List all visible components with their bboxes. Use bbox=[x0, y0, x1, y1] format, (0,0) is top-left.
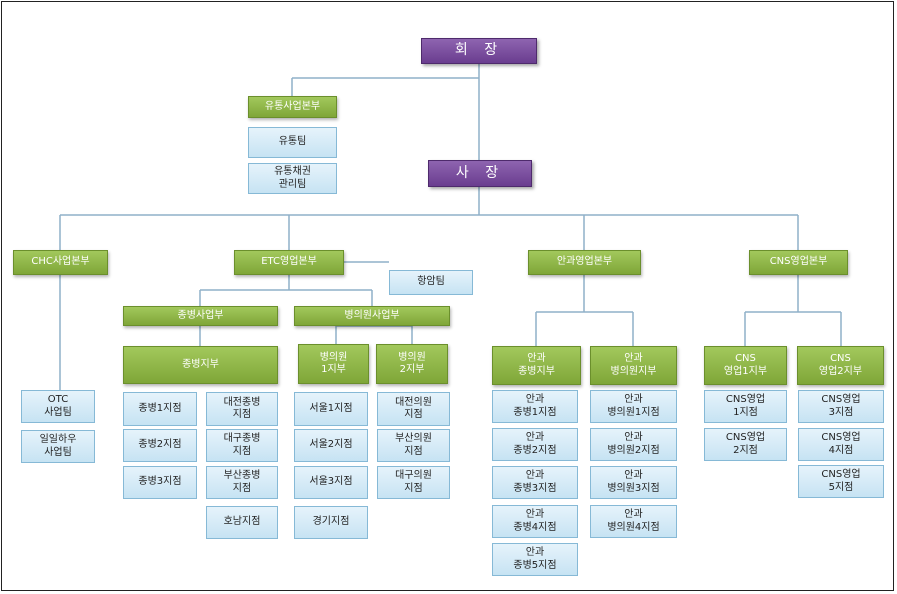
gh-regional-office-box: 호남지점 bbox=[206, 506, 278, 539]
president-box: 사 장 bbox=[428, 160, 532, 187]
clinic-office-box: 서울2지점 bbox=[294, 429, 368, 462]
general-hospital-div-box: 종병사업부 bbox=[123, 306, 278, 326]
oph-gh-office-box: 안과 종병3지점 bbox=[492, 466, 578, 499]
clinic-regional-office-box: 대구의원 지점 bbox=[377, 466, 450, 499]
distribution-team-box: 유통팀 bbox=[248, 127, 337, 158]
cns-office-box: CNS영업 4지점 bbox=[798, 428, 884, 461]
cns-office-box: CNS영업 3지점 bbox=[798, 390, 884, 423]
oph-clinic-office-box: 안과 병의원2지점 bbox=[590, 428, 677, 461]
clinic-branch-1-box: 병의원 1지부 bbox=[298, 344, 369, 384]
cns-branch-1-box: CNS 영업1지부 bbox=[704, 346, 787, 385]
distribution-hq-box: 유통사업본부 bbox=[248, 96, 337, 118]
cns-office-box: CNS영업 2지점 bbox=[704, 428, 787, 461]
gh-office-box: 종병3지점 bbox=[123, 466, 197, 499]
cns-branch-2-box: CNS 영업2지부 bbox=[797, 346, 884, 385]
ophthalmology-hq-box: 안과영업본부 bbox=[528, 250, 641, 275]
gh-regional-office-box: 대전종병 지점 bbox=[206, 392, 278, 426]
clinic-regional-office-box: 부산의원 지점 bbox=[377, 429, 450, 462]
oph-clinic-office-box: 안과 병의원4지점 bbox=[590, 505, 677, 538]
oph-gh-office-box: 안과 종병4지점 bbox=[492, 505, 578, 538]
general-hospital-branch-box: 종병지부 bbox=[123, 346, 278, 384]
clinic-office-box: 경기지점 bbox=[294, 506, 368, 539]
chc-hq-box: CHC사업본부 bbox=[13, 250, 108, 275]
clinic-office-box: 서울3지점 bbox=[294, 466, 368, 499]
chairman-box: 회 장 bbox=[421, 38, 537, 64]
etc-hq-box: ETC영업본부 bbox=[234, 250, 344, 275]
gh-regional-office-box: 대구종병 지점 bbox=[206, 429, 278, 462]
clinic-branch-2-box: 병의원 2지부 bbox=[376, 344, 448, 384]
distribution-credit-team-box: 유통채권 관리팀 bbox=[248, 163, 337, 194]
ilil-team-box: 일일하우 사업팀 bbox=[21, 430, 95, 463]
oph-clinic-branch-box: 안과 병의원지부 bbox=[590, 346, 677, 385]
oph-gh-branch-box: 안과 종병지부 bbox=[492, 346, 581, 385]
clinic-office-box: 서울1지점 bbox=[294, 392, 368, 426]
gh-regional-office-box: 부산종병 지점 bbox=[206, 466, 278, 499]
gh-office-box: 종병2지점 bbox=[123, 429, 197, 462]
otc-team-box: OTC 사업팀 bbox=[21, 390, 95, 423]
cns-hq-box: CNS영업본부 bbox=[749, 250, 848, 275]
clinic-regional-office-box: 대전의원 지점 bbox=[377, 392, 450, 426]
oncology-team-box: 항암팀 bbox=[389, 270, 473, 295]
cns-office-box: CNS영업 1지점 bbox=[704, 390, 787, 423]
oph-gh-office-box: 안과 종병1지점 bbox=[492, 390, 578, 423]
clinic-div-box: 병의원사업부 bbox=[294, 306, 450, 326]
oph-gh-office-box: 안과 종병2지점 bbox=[492, 428, 578, 461]
gh-office-box: 종병1지점 bbox=[123, 392, 197, 426]
oph-gh-office-box: 안과 종병5지점 bbox=[492, 543, 578, 576]
cns-office-box: CNS영업 5지점 bbox=[798, 465, 884, 498]
oph-clinic-office-box: 안과 병의원3지점 bbox=[590, 466, 677, 499]
oph-clinic-office-box: 안과 병의원1지점 bbox=[590, 390, 677, 423]
